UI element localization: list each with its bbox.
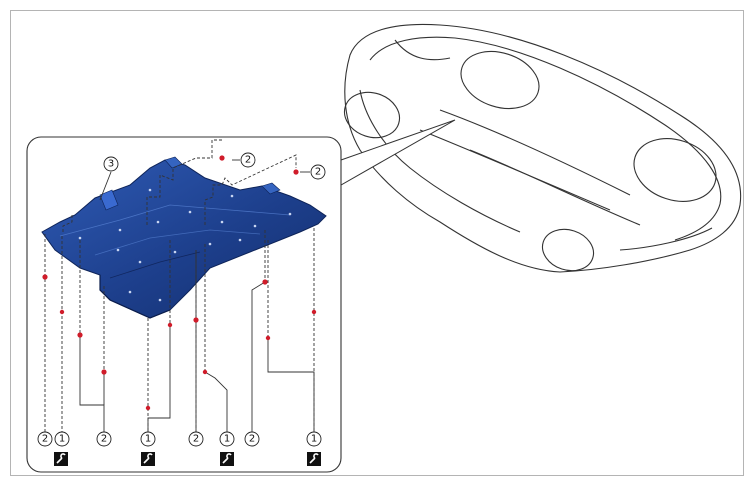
wrench-torque-icon xyxy=(54,452,68,466)
bottom-callouts: 2 1 2 1 2 1 2 1 xyxy=(37,431,322,447)
svg-text:2: 2 xyxy=(42,434,48,445)
svg-text:2: 2 xyxy=(193,434,199,445)
svg-text:2: 2 xyxy=(249,434,255,445)
callout-bottom-5: 2 xyxy=(188,431,204,447)
callout-bottom-4: 1 xyxy=(140,431,156,447)
zoom-pointer xyxy=(340,119,456,186)
callout-leaders xyxy=(79,159,315,432)
callout-top-1: 2 xyxy=(240,152,256,168)
wrench-torque-icons xyxy=(54,452,321,466)
callout-panel: 3 xyxy=(103,156,119,172)
bolt-marker xyxy=(311,309,317,315)
clip-marker xyxy=(42,274,48,280)
clip-marker xyxy=(101,369,107,375)
bolt-marker xyxy=(265,335,271,341)
callout-bottom-2: 1 xyxy=(54,431,70,447)
wrench-torque-icon xyxy=(307,452,321,466)
clip-marker xyxy=(77,332,83,338)
wrench-torque-icon xyxy=(220,452,234,466)
clip-marker xyxy=(219,155,225,161)
wrench-torque-icon xyxy=(141,452,155,466)
bolt-marker xyxy=(202,369,208,375)
clip-marker xyxy=(193,317,199,323)
callout-bottom-8: 1 xyxy=(306,431,322,447)
bolt-marker xyxy=(145,405,151,411)
svg-text:2: 2 xyxy=(101,434,107,445)
callout-top-2: 2 xyxy=(310,164,326,180)
vehicle-outline xyxy=(343,23,742,273)
svg-text:2: 2 xyxy=(245,155,251,166)
svg-text:1: 1 xyxy=(224,434,230,445)
bolt-marker xyxy=(59,309,65,315)
fastener-markers xyxy=(42,155,317,411)
bolt-marker xyxy=(167,322,173,328)
svg-text:1: 1 xyxy=(59,434,65,445)
svg-text:3: 3 xyxy=(108,159,114,170)
svg-text:2: 2 xyxy=(315,167,321,178)
clip-marker xyxy=(262,279,268,285)
under-cover-panel xyxy=(41,156,327,319)
callout-bottom-7: 2 xyxy=(244,431,260,447)
callout-bottom-6: 1 xyxy=(219,431,235,447)
svg-text:1: 1 xyxy=(145,434,151,445)
callout-bottom-3: 2 xyxy=(96,431,112,447)
clip-marker xyxy=(293,169,299,175)
svg-text:1: 1 xyxy=(311,434,317,445)
callout-bottom-1: 2 xyxy=(37,431,53,447)
